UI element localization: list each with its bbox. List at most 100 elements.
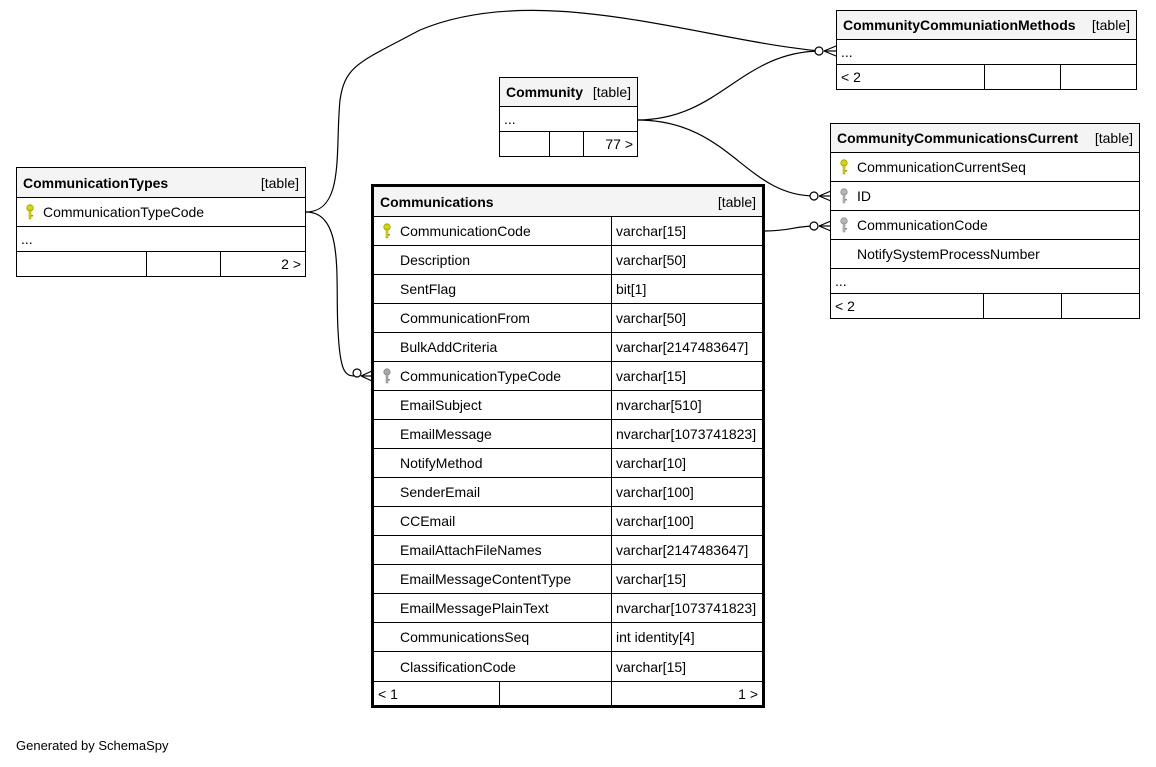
column-row: Description varchar[50] [374,246,762,275]
table-community[interactable]: Community [table] ... 77 > [499,77,638,157]
column-name: ID [857,188,871,204]
column-name: CCEmail [400,513,456,529]
column-type: nvarchar[1073741823] [611,420,762,448]
footer-parents [500,132,549,156]
column-row: NotifyMethod varchar[10] [374,449,762,478]
foreign-key-icon [835,217,853,233]
column-name: Description [400,252,471,268]
column-name: CommunicationsSeq [400,629,530,645]
footer-parents[interactable]: < 1 [378,685,398,702]
column-row: SentFlag bit[1] [374,275,762,304]
column-type: varchar[100] [611,507,762,535]
relation-community-to-current [636,119,816,197]
foreign-key-icon [835,188,853,204]
column-type: varchar[15] [611,362,762,390]
column-name: EmailAttachFileNames [400,542,542,558]
column-type: nvarchar[510] [611,391,762,419]
column-name: CommunicationCode [400,223,531,239]
crows-foot-communications [352,368,373,382]
column-row: CommunicationCode varchar[15] [374,217,762,246]
primary-key-icon [21,204,39,220]
column-row: ClassificationCode varchar[15] [374,652,762,681]
foreign-key-icon [378,368,396,384]
footer-parents[interactable]: < 2 [835,298,855,314]
relation-types-to-methods [305,9,821,213]
column-name: NotifyMethod [400,455,483,471]
column-type: nvarchar[1073741823] [611,594,762,622]
column-type: varchar[2147483647] [611,333,762,361]
footer-children[interactable]: 2 > [220,252,305,276]
table-communications[interactable]: Communications [table] CommunicationCode… [371,184,765,708]
table-community-communiation-methods[interactable]: CommunityCommuniationMethods [table] ...… [836,10,1137,90]
table-kind: [table] [260,174,299,191]
more-columns: ... [504,111,516,127]
footer-rows [983,294,1061,318]
footer-children[interactable]: 77 > [583,132,637,156]
footer-children[interactable]: 1 > [611,682,762,705]
footer-children [1061,294,1139,318]
column-row: EmailMessage nvarchar[1073741823] [374,420,762,449]
table-kind: [table] [592,84,631,100]
table-name: CommunityCommunicationsCurrent [837,130,1079,146]
more-columns: ... [21,231,33,247]
footer-rows [984,65,1060,89]
column-row: CCEmail varchar[100] [374,507,762,536]
column-row: EmailMessagePlainText nvarchar[1073741823… [374,594,762,623]
column-row: EmailAttachFileNames varchar[2147483647] [374,536,762,565]
table-kind: [table] [1094,130,1133,146]
column-row: BulkAddCriteria varchar[2147483647] [374,333,762,362]
column-name: EmailMessageContentType [400,571,572,587]
more-columns: ... [835,273,847,289]
column-name: SenderEmail [400,484,481,500]
primary-key-icon [378,223,396,239]
column-type: varchar[100] [611,478,762,506]
footer-rows [499,682,611,705]
generated-by-note: Generated by SchemaSpy [16,738,169,753]
column-type: varchar[50] [611,246,762,274]
column-type: varchar[15] [611,652,762,681]
crows-foot-current-id [809,190,832,202]
relation-communications-to-current [764,225,816,232]
column-row: EmailSubject nvarchar[510] [374,391,762,420]
column-name: EmailMessagePlainText [400,600,549,616]
table-name: CommunicationTypes [23,174,169,191]
more-columns: ... [841,44,853,60]
column-name: EmailMessage [400,426,492,442]
relation-types-to-communications [305,211,356,377]
column-row: EmailMessageContentType varchar[15] [374,565,762,594]
column-name: CommunicationCurrentSeq [857,159,1026,175]
column-name: EmailSubject [400,397,482,413]
crows-foot-current-code [809,220,832,232]
column-type: varchar[10] [611,449,762,477]
column-row: CommunicationFrom varchar[50] [374,304,762,333]
column-name: CommunicationFrom [400,310,530,326]
column-type: int identity[4] [611,623,762,651]
column-list: CommunicationCode varchar[15] Description v… [374,217,762,681]
table-name: Communications [380,193,494,210]
footer-parents[interactable]: < 2 [841,69,861,85]
column-name: CommunicationTypeCode [43,204,205,220]
footer-parents [17,252,146,276]
table-kind: [table] [1091,17,1130,33]
column-name: BulkAddCriteria [400,339,498,355]
column-type: varchar[15] [611,217,762,245]
primary-key-icon [835,159,853,175]
crows-foot-methods [814,45,837,57]
column-row: SenderEmail varchar[100] [374,478,762,507]
relation-community-to-methods [636,50,821,121]
column-name: SentFlag [400,281,457,297]
footer-rows [146,252,220,276]
table-community-communications-current[interactable]: CommunityCommunicationsCurrent [table] C… [830,123,1140,319]
column-type: varchar[2147483647] [611,536,762,564]
column-type: varchar[50] [611,304,762,332]
table-name: CommunityCommuniationMethods [843,17,1076,33]
column-type: varchar[15] [611,565,762,593]
footer-rows [549,132,583,156]
column-type: bit[1] [611,275,762,303]
column-name: ClassificationCode [400,658,516,675]
column-name: NotifySystemProcessNumber [857,246,1040,262]
table-kind: [table] [717,193,756,210]
table-communication-types[interactable]: CommunicationTypes [table] Communication… [16,167,306,277]
